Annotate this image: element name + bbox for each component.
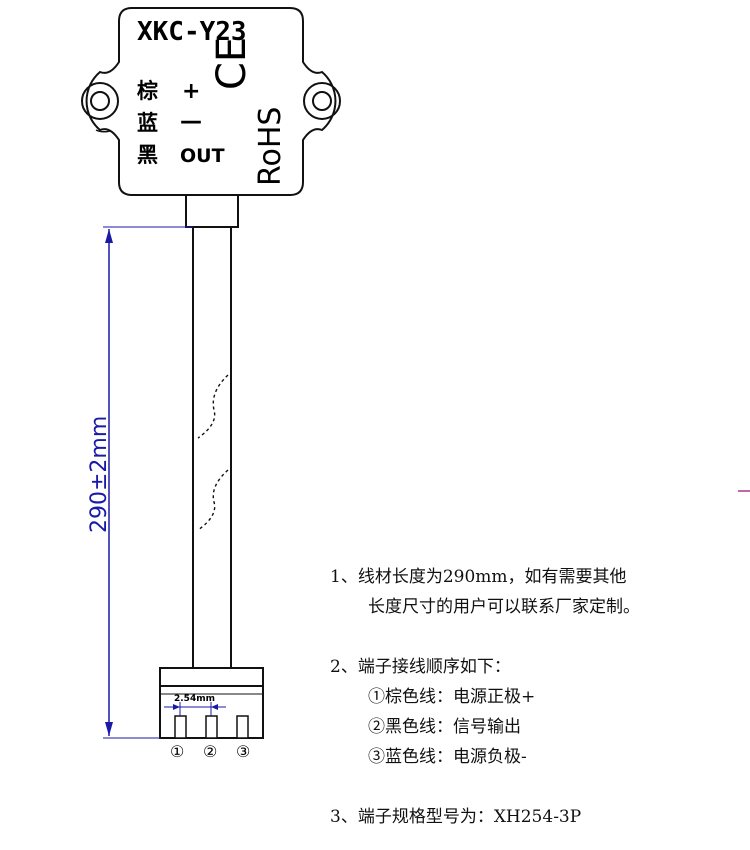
wire-signal-plus: + <box>182 79 200 104</box>
wire-signal-out: OUT <box>180 145 225 167</box>
mounting-hole-right <box>303 82 341 120</box>
connector-pin-3 <box>236 715 249 739</box>
pitch-label: 2.54mm <box>174 694 215 704</box>
note-1-line-2: 长度尺寸的用户可以联系厂家定制。 <box>368 597 640 617</box>
mounting-hole-left <box>81 82 119 120</box>
ce-mark: CE <box>209 37 255 90</box>
note-3: 3、端子规格型号为：XH254-3P <box>330 807 582 827</box>
length-dimension-label: 290±2mm <box>87 416 112 533</box>
notes-block: 1、线材长度为290mm，如有需要其他 长度尺寸的用户可以联系厂家定制。 2、端… <box>330 562 748 832</box>
cable-collar <box>185 194 239 228</box>
note-2-item-1: ①棕色线：电源正极+ <box>368 687 536 707</box>
note-2-item-3: ③蓝色线：电源负极- <box>368 747 527 767</box>
pin-number-2: ② <box>203 742 217 761</box>
pitch-dimension <box>164 702 226 716</box>
wire-color-blue: 蓝 <box>137 111 158 135</box>
note-2-item-2: ②黑色线：信号输出 <box>368 717 521 737</box>
cable <box>192 227 232 668</box>
model-label: XKC-Y23 <box>137 17 247 47</box>
pin-number-1: ① <box>170 742 184 761</box>
pin-number-3: ③ <box>236 742 250 761</box>
wire-signal-minus: — <box>180 109 202 134</box>
connector-pin-1 <box>174 715 187 739</box>
wire-color-black: 黑 <box>137 143 158 167</box>
sensor-body <box>85 7 337 196</box>
length-dimension <box>103 226 193 739</box>
connector-pin-2 <box>205 715 218 739</box>
note-1-line-1: 1、线材长度为290mm，如有需要其他 <box>330 567 627 587</box>
rohs-mark: RoHS <box>253 107 288 186</box>
note-2-title: 2、端子接线顺序如下： <box>330 657 511 677</box>
wire-color-brown: 棕 <box>137 79 158 103</box>
